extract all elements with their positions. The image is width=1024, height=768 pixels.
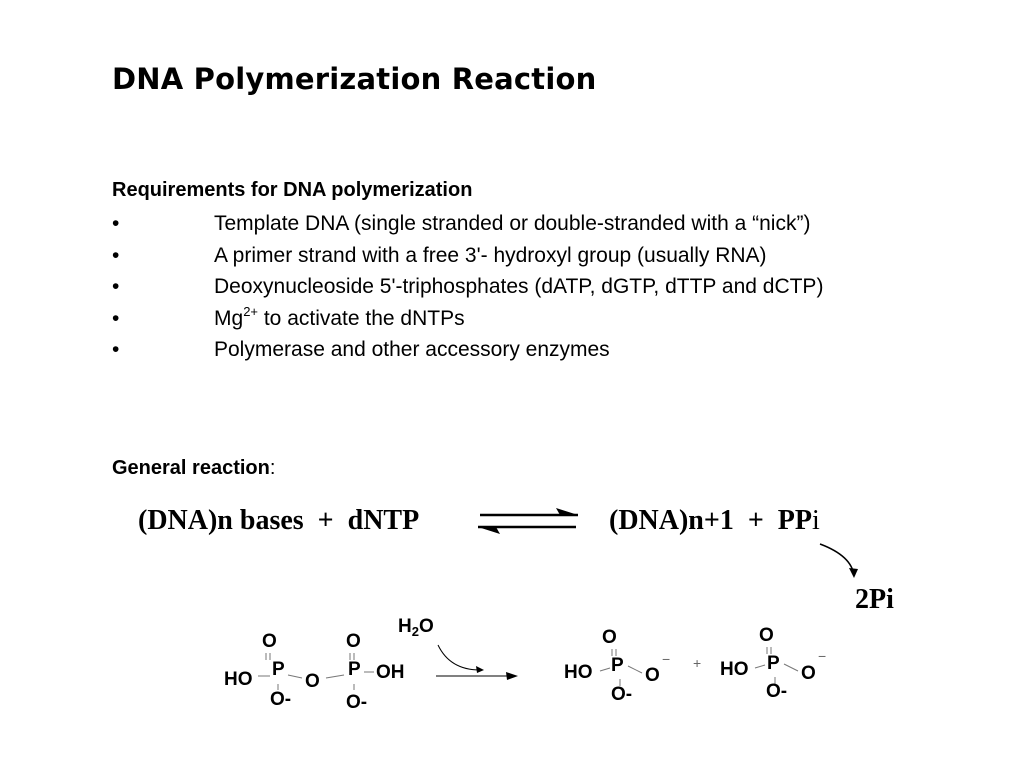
pi2-phosphorus: P xyxy=(767,653,780,674)
bullet-icon: • xyxy=(112,338,120,361)
general-reaction-colon: : xyxy=(269,457,276,479)
water-subscript: 2 xyxy=(411,624,419,639)
products-plus: + xyxy=(693,655,702,671)
pi1-oxygen-bottom: O- xyxy=(611,684,633,705)
equation-products: (DNA)n+1 + PPi xyxy=(609,505,820,537)
equation-products-main: (DNA)n+1 + PP xyxy=(609,505,812,536)
pi2-hydroxyl: HO xyxy=(720,659,749,680)
water-hydrogen: H xyxy=(398,616,412,637)
pp-bridge-oxygen: O xyxy=(305,671,320,692)
water-molecule: H2O xyxy=(398,616,434,638)
bond-lines xyxy=(258,647,799,690)
equation-hydrolysis-product: 2Pi xyxy=(855,584,894,615)
bullet-icon: • xyxy=(112,212,120,235)
hydrolysis-arrow-icon xyxy=(436,644,518,680)
pi1-phosphorus: P xyxy=(611,655,624,676)
pp-p1-oxygen-bottom: O- xyxy=(270,689,292,710)
magnesium-text: to activate the dNTPs xyxy=(258,306,465,330)
requirement-magnesium: Mg2+ to activate the dNTPs xyxy=(214,303,465,335)
pp-p1-oxygen-top: O xyxy=(262,631,277,652)
requirements-heading: Requirements for DNA polymerization xyxy=(112,179,473,201)
bullet-icon: • xyxy=(112,275,120,298)
pi2-oxygen-top: O xyxy=(759,625,774,646)
pi1-oxygen-right: O xyxy=(645,665,660,686)
water-oxygen: O xyxy=(418,616,434,637)
slide-title: DNA Polymerization Reaction xyxy=(112,62,597,96)
curved-arrow-icon xyxy=(819,543,858,578)
equation-products-i: i xyxy=(812,505,820,536)
pp-p1-phosphorus: P xyxy=(272,659,285,680)
requirement-polymerase: Polymerase and other accessory enzymes xyxy=(214,338,610,361)
requirement-dntps: Deoxynucleoside 5'-triphosphates (dATP, … xyxy=(214,275,824,298)
pp-p2-oxygen-bottom: O- xyxy=(346,692,368,713)
pp-p2-hydroxyl: OH xyxy=(376,662,405,683)
pi1-hydroxyl: HO xyxy=(564,662,593,683)
pi1-negative-charge: − xyxy=(662,651,671,667)
pi2-oxygen-right: O xyxy=(801,663,816,684)
pi2-negative-charge: − xyxy=(818,648,827,664)
bullet-icon: • xyxy=(112,306,120,330)
pi1-oxygen-top: O xyxy=(602,627,617,648)
bullet-icon: • xyxy=(112,243,120,267)
general-reaction-label: General reaction: xyxy=(112,457,275,480)
equilibrium-arrows-icon xyxy=(478,508,578,534)
magnesium-symbol: Mg xyxy=(214,306,244,330)
requirement-template-dna: Template DNA (single stranded or double-… xyxy=(214,212,811,235)
pp-p2-phosphorus: P xyxy=(348,659,361,680)
magnesium-charge: 2+ xyxy=(243,303,259,319)
pi2-oxygen-bottom: O- xyxy=(766,681,788,702)
pp-p2-oxygen-top: O xyxy=(346,631,361,652)
pp-p1-hydroxyl: HO xyxy=(224,669,253,690)
equation-reactants: (DNA)n bases + dNTP xyxy=(138,505,420,536)
requirement-primer: A primer strand with a free 3'- hydroxyl… xyxy=(214,243,767,267)
general-reaction-text: General reaction xyxy=(112,457,270,479)
